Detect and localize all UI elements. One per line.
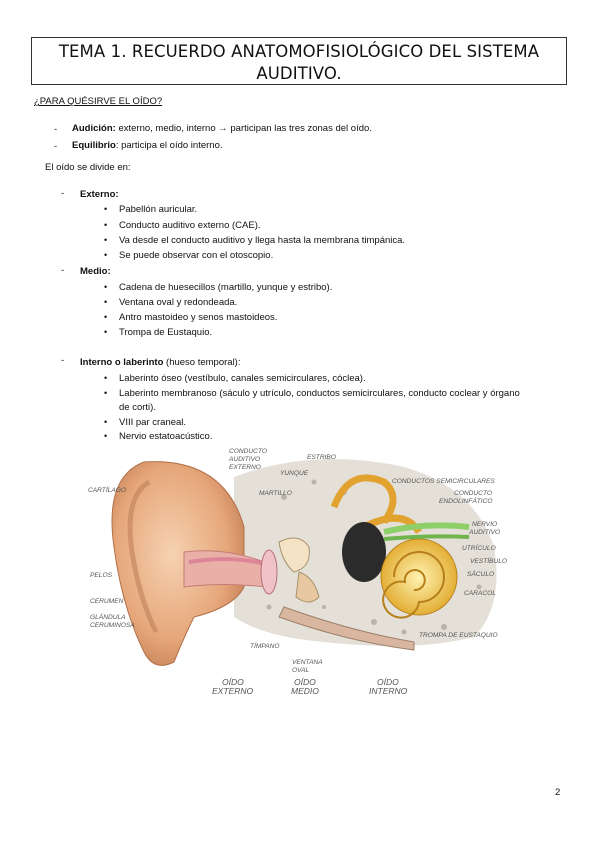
label-oido-medio-b: MEDIO — [291, 686, 319, 696]
bullet: • — [104, 235, 108, 245]
label-oido-interno-b: INTERNO — [369, 686, 408, 696]
bullet: • — [104, 312, 108, 322]
title-line-1: TEMA 1. RECUERDO ANATOMOFISIOLÓGICO DEL … — [58, 42, 540, 61]
label-nervio-1: NERVIO — [472, 521, 497, 528]
list-item: Trompa de Eustaquio. — [119, 327, 213, 338]
label-oido-externo-b: EXTERNO — [212, 686, 253, 696]
use-audicion: Audición: externo, medio, interno → part… — [72, 123, 372, 134]
dash-marker: - — [54, 124, 58, 135]
list-item: Nervio estatoacústico. — [119, 431, 213, 442]
list-item: VIII par craneal. — [119, 417, 187, 428]
label-trompa: TROMPA DE EUSTAQUIO — [419, 632, 498, 639]
list-item: Se puede observar con el otoscopio. — [119, 250, 274, 261]
list-item: Cadena de huesecillos (martillo, yunque … — [119, 282, 333, 293]
section-head-externo: Externo: — [80, 189, 119, 200]
label-conducto-endo-2: ENDOLINFÁTICO — [439, 496, 493, 505]
label-cae-2: AUDITIVO — [228, 456, 260, 463]
bullet: • — [104, 204, 108, 214]
bullet: • — [104, 373, 108, 383]
label-estribo: ESTRIBO — [307, 454, 336, 461]
list-item: Laberinto óseo (vestíbulo, canales semic… — [119, 373, 366, 384]
label-timpano: TÍMPANO — [250, 641, 280, 650]
use-term: Audición: — [72, 123, 116, 134]
bullet: • — [104, 282, 108, 292]
section-head-medio: Medio: — [80, 266, 111, 277]
label-ventana-1: VENTANA — [292, 659, 323, 666]
bullet: • — [104, 297, 108, 307]
label-ventana-2: OVAL — [292, 667, 310, 674]
label-cae-3: EXTERNO — [229, 464, 261, 471]
use-equilibrio: Equilibrio: participa el oído interno. — [72, 140, 223, 151]
label-vestibulo: VESTÍBULO — [470, 556, 507, 565]
list-item: Antro mastoideo y senos mastoideos. — [119, 312, 278, 323]
list-item: Conducto auditivo externo (CAE). — [119, 220, 261, 231]
question-heading: ¿PARA QUÉSIRVE EL OÍDO? — [34, 96, 163, 107]
bullet: • — [104, 250, 108, 260]
label-nervio-2: AUDITIVO — [468, 529, 500, 536]
label-conductos-semicirculares: CONDUCTOS SEMICIRCULARES — [392, 478, 495, 485]
label-martillo: MARTILLO — [259, 490, 292, 497]
document-title: TEMA 1. RECUERDO ANATOMOFISIOLÓGICO DEL … — [32, 41, 566, 85]
label-oido-interno-a: OÍDO — [377, 677, 399, 687]
list-item: Laberinto membranoso (sáculo y utrículo,… — [119, 388, 520, 399]
label-pelos: PELOS — [90, 572, 113, 579]
label-conducto-endo-1: CONDUCTO — [454, 490, 492, 497]
label-cartilago: CARTÍLAGO — [88, 485, 126, 494]
section-head-term: Interno o laberinto — [80, 357, 164, 368]
list-item: Va desde el conducto auditivo y llega ha… — [119, 235, 406, 246]
label-oido-externo-a: OÍDO — [222, 677, 244, 687]
label-cerumen: CERUMEN — [90, 598, 124, 605]
label-cae-1: CONDUCTO — [229, 448, 267, 455]
bullet: • — [104, 327, 108, 337]
use-term: Equilibrio — [72, 140, 116, 151]
label-caracol: CARACOL — [464, 590, 496, 597]
label-glandula-1: GLÁNDULA — [90, 612, 126, 621]
bullet: • — [104, 431, 108, 441]
list-item: Ventana oval y redondeada. — [119, 297, 238, 308]
label-oido-medio-a: OÍDO — [294, 677, 316, 687]
dash-marker: - — [61, 265, 65, 276]
list-item-continuation: de corti). — [119, 402, 156, 413]
label-yunque: YUNQUE — [280, 470, 309, 477]
page-number: 2 — [555, 787, 561, 798]
label-utriculo: UTRÍCULO — [462, 543, 496, 552]
use-text: : participa el oído interno. — [115, 140, 223, 151]
section-head-interno: Interno o laberinto (hueso temporal): — [80, 357, 240, 368]
label-saculo: SÁCULO — [467, 569, 494, 578]
ear-anatomy-illustration: CONDUCTO AUDITIVO EXTERNO ESTRIBO YUNQUE… — [88, 448, 507, 696]
section-head-extra: (hueso temporal): — [163, 357, 241, 368]
dash-marker: - — [61, 188, 65, 199]
bullet: • — [104, 417, 108, 427]
use-text: externo, medio, interno → participan las… — [115, 123, 372, 134]
divide-intro: El oído se divide en: — [45, 162, 131, 173]
dash-marker: - — [54, 141, 58, 152]
title-line-2: AUDITIVO. — [256, 64, 342, 83]
label-glandula-2: CERUMINOSA — [90, 622, 135, 629]
bullet: • — [104, 388, 108, 398]
title-box: TEMA 1. RECUERDO ANATOMOFISIOLÓGICO DEL … — [31, 37, 567, 85]
dash-marker: - — [61, 355, 65, 366]
bullet: • — [104, 220, 108, 230]
list-item: Pabellón auricular. — [119, 204, 198, 215]
